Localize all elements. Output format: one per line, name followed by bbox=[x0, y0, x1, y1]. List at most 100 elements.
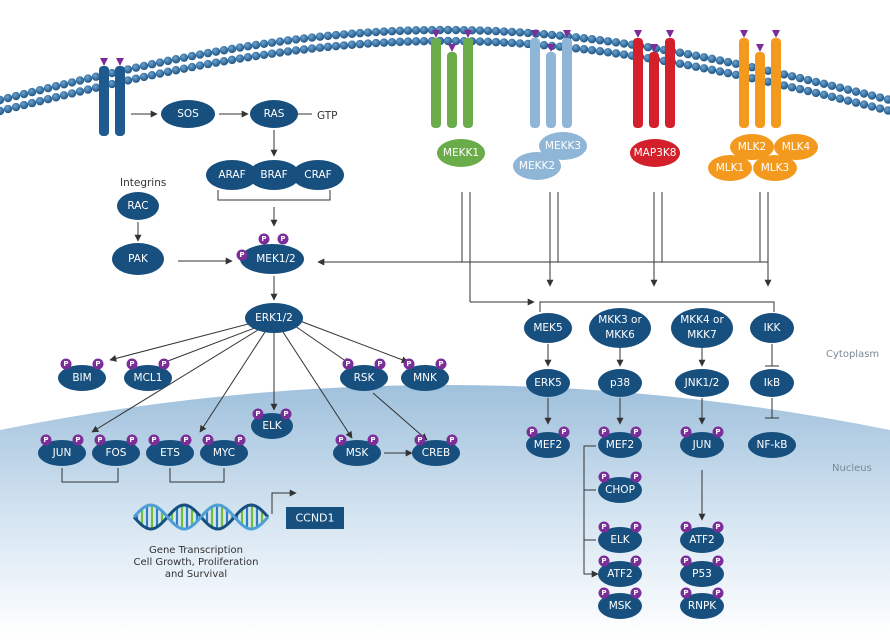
jun-left-node: JUN bbox=[38, 440, 86, 466]
svg-text:ERK1/2: ERK1/2 bbox=[255, 312, 293, 324]
receptor-left bbox=[99, 58, 125, 136]
membrane-bead bbox=[307, 33, 317, 42]
membrane-bead bbox=[35, 96, 45, 106]
mekk3-node: MEKK3 bbox=[539, 132, 587, 160]
svg-text:P: P bbox=[683, 589, 688, 597]
rnpk-node: RNPK bbox=[680, 593, 724, 619]
membrane-bead bbox=[699, 53, 709, 62]
svg-text:P53: P53 bbox=[692, 568, 712, 580]
svg-text:ERK5: ERK5 bbox=[534, 377, 562, 389]
membrane-bead bbox=[227, 44, 237, 54]
membrane-bead bbox=[51, 82, 61, 91]
membrane-bead bbox=[787, 72, 797, 81]
membrane-bead bbox=[363, 39, 373, 48]
membrane-bead bbox=[499, 38, 509, 47]
membrane-bead bbox=[243, 42, 253, 51]
membrane-bead bbox=[699, 64, 709, 73]
membrane-bead bbox=[131, 74, 141, 83]
membrane-bead bbox=[411, 37, 421, 46]
svg-text:P: P bbox=[95, 360, 100, 368]
membrane-bead bbox=[331, 41, 341, 51]
membrane-bead bbox=[339, 30, 349, 39]
phospho-badge: P bbox=[680, 555, 692, 567]
arrow-erk-rsk bbox=[294, 325, 351, 365]
svg-text:P: P bbox=[633, 557, 638, 565]
phospho-badge: P bbox=[598, 521, 610, 533]
svg-text:CCND1: CCND1 bbox=[295, 512, 334, 525]
membrane-bead bbox=[747, 74, 757, 83]
membrane-bead bbox=[795, 73, 805, 83]
membrane-bead bbox=[315, 32, 325, 41]
membrane-bead bbox=[851, 87, 861, 96]
membrane-bead bbox=[339, 41, 349, 50]
svg-text:P: P bbox=[449, 436, 454, 444]
membrane-bead bbox=[11, 91, 21, 101]
mef2-a-node: MEF2 bbox=[526, 432, 570, 458]
membrane-bead bbox=[779, 81, 789, 90]
mapkk-bracket bbox=[539, 301, 775, 312]
membrane-bead bbox=[51, 93, 61, 102]
membrane-bead bbox=[883, 95, 890, 104]
msk-right-node: MSK bbox=[598, 593, 642, 619]
membrane-bead bbox=[443, 36, 453, 46]
membrane-bead bbox=[299, 45, 309, 54]
membrane-bead bbox=[763, 77, 773, 86]
nucleus-region bbox=[0, 385, 890, 636]
membrane-bead bbox=[763, 66, 773, 75]
membrane-bead bbox=[483, 26, 493, 36]
phospho-badge: P bbox=[598, 426, 610, 438]
membrane-bead bbox=[251, 40, 261, 50]
svg-text:P: P bbox=[633, 473, 638, 481]
svg-text:P: P bbox=[63, 360, 68, 368]
membrane-bead bbox=[595, 47, 605, 56]
phospho-badge: P bbox=[367, 434, 379, 446]
membrane-bead bbox=[211, 47, 221, 56]
membrane-bead bbox=[507, 38, 517, 48]
membrane-bead bbox=[387, 38, 397, 47]
arrow-erk-bim bbox=[109, 321, 257, 362]
araf-node: ARAF bbox=[206, 160, 258, 190]
integrins-label: Integrins bbox=[120, 177, 166, 189]
membrane-bead bbox=[139, 72, 149, 82]
phospho-badge: P bbox=[126, 434, 138, 446]
membrane-bead bbox=[803, 75, 813, 85]
membrane-bead bbox=[195, 50, 205, 59]
phospho-badge: P bbox=[94, 434, 106, 446]
membrane-bead bbox=[91, 83, 101, 92]
svg-text:CRAF: CRAF bbox=[304, 169, 331, 181]
membrane-bead bbox=[243, 53, 253, 62]
membrane-bead bbox=[291, 35, 301, 44]
membrane-bead bbox=[131, 63, 141, 72]
ikb-node: IkB bbox=[750, 369, 794, 397]
arrow-erk-jun bbox=[91, 329, 259, 433]
membrane-bead bbox=[811, 88, 821, 98]
membrane-bead bbox=[779, 70, 789, 79]
membrane-bead bbox=[195, 61, 205, 70]
jun-fos-bracket bbox=[61, 468, 119, 483]
membrane-bead bbox=[83, 74, 93, 83]
phospho-badge: P bbox=[258, 233, 270, 245]
svg-text:P: P bbox=[406, 360, 411, 368]
membrane-bead bbox=[59, 91, 69, 100]
receptor-group bbox=[431, 30, 781, 128]
membrane-bead bbox=[123, 76, 133, 85]
svg-text:ARAF: ARAF bbox=[218, 169, 245, 181]
membrane-bead bbox=[835, 83, 845, 92]
membrane-bead bbox=[523, 28, 533, 38]
phospho-badge: P bbox=[202, 434, 214, 446]
svg-text:ATF2: ATF2 bbox=[689, 534, 715, 546]
membrane-bead bbox=[283, 47, 293, 56]
membrane-bead bbox=[715, 56, 725, 65]
rsk-node: RSK bbox=[340, 365, 388, 391]
mlk2-node: MLK2 bbox=[730, 134, 774, 160]
svg-text:RAS: RAS bbox=[264, 108, 285, 120]
ets-myc-bracket bbox=[169, 468, 225, 483]
svg-text:P: P bbox=[377, 360, 382, 368]
mcl1-node: MCL1 bbox=[124, 365, 172, 391]
membrane-bead bbox=[123, 65, 133, 74]
phospho-badge: P bbox=[72, 434, 84, 446]
svg-text:BIM: BIM bbox=[72, 372, 91, 384]
membrane-bead bbox=[155, 69, 165, 78]
svg-text:MLK3: MLK3 bbox=[761, 162, 789, 174]
membrane-bead bbox=[483, 37, 493, 47]
